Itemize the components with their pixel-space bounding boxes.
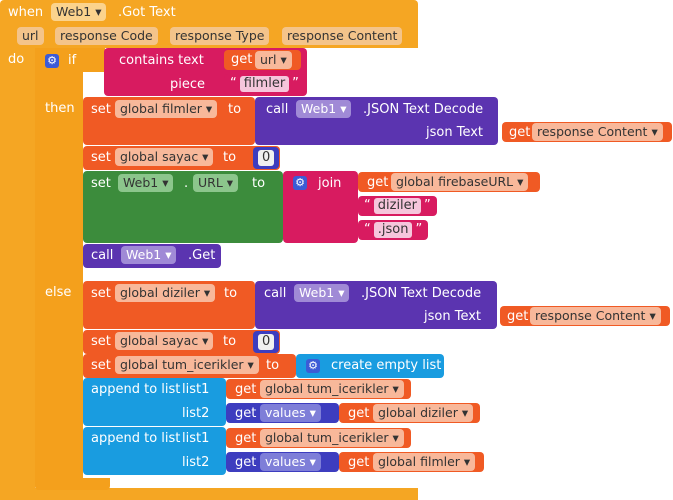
values-dropdown-2[interactable]: values xyxy=(260,453,321,471)
get-label: get xyxy=(509,125,531,140)
response-content-dropdown-1[interactable]: response Content xyxy=(532,123,663,141)
to-label: to xyxy=(252,176,266,191)
set-label: set xyxy=(91,176,111,191)
dot-label: . xyxy=(184,176,189,191)
contains-get-label: get xyxy=(231,52,253,67)
if-block-bottom[interactable] xyxy=(35,478,110,490)
json-decode-component-dropdown-1[interactable]: Web1 xyxy=(296,100,352,118)
if-gear-icon[interactable]: ⚙ xyxy=(45,54,59,68)
diziler-string-block[interactable]: “diziler” xyxy=(358,196,437,216)
else-label: else xyxy=(45,285,72,300)
if-label: if xyxy=(68,53,77,68)
to-label: to xyxy=(223,150,237,165)
json-decode-method-label-1: .JSON Text Decode xyxy=(363,102,484,117)
response-content-dropdown-2[interactable]: response Content xyxy=(530,307,661,325)
do-label: do xyxy=(8,52,25,67)
call-get-component-dropdown[interactable]: Web1 xyxy=(121,246,177,264)
event-name-label: .Got Text xyxy=(118,5,176,20)
tum-icerikler-dropdown-2[interactable]: global tum_icerikler xyxy=(260,429,404,447)
global-filmler-dropdown[interactable]: global filmler xyxy=(373,453,476,471)
join-gear-icon[interactable]: ⚙ xyxy=(293,176,307,190)
list2-label: list2 xyxy=(182,406,210,421)
number-value-2[interactable]: 0 xyxy=(258,334,275,350)
then-label: then xyxy=(45,101,75,116)
values-dropdown-1[interactable]: values xyxy=(260,404,321,422)
to-label: to xyxy=(228,102,242,117)
call-label: call xyxy=(91,248,114,263)
set-label: set xyxy=(91,358,111,373)
append-to-list-block-1[interactable] xyxy=(83,378,226,426)
call-label: call xyxy=(264,286,287,301)
get-method-label: .Get xyxy=(188,248,216,263)
param-response-type[interactable]: response Type xyxy=(170,27,270,45)
param-response-code[interactable]: response Code xyxy=(55,27,158,45)
set-sayac-var-dropdown-1[interactable]: global sayac xyxy=(115,148,214,166)
json-decode-method-label-2: .JSON Text Decode xyxy=(361,286,482,301)
set-web1-url-block[interactable] xyxy=(83,171,283,243)
number-value-1[interactable]: 0 xyxy=(258,150,275,166)
set-label: set xyxy=(91,150,111,165)
set-diziler-var-dropdown[interactable]: global diziler xyxy=(115,284,216,302)
event-block-left-bar[interactable] xyxy=(0,48,35,500)
set-url-property-dropdown[interactable]: URL xyxy=(193,174,239,192)
json-text-label-1: json Text xyxy=(426,125,484,140)
create-empty-list-label: create empty list xyxy=(331,358,442,373)
tum-icerikler-dropdown-1[interactable]: global tum_icerikler xyxy=(260,380,404,398)
to-label: to xyxy=(224,286,238,301)
call-label: call xyxy=(266,102,289,117)
set-label: set xyxy=(91,286,111,301)
append-to-list-block-2[interactable] xyxy=(83,427,226,475)
set-label: set xyxy=(91,334,111,349)
get-label: get xyxy=(348,406,370,421)
get-label: get xyxy=(348,455,370,470)
create-list-gear-icon[interactable]: ⚙ xyxy=(306,359,320,373)
get-label: get xyxy=(235,382,257,397)
create-empty-list-block[interactable] xyxy=(296,354,444,378)
firebase-url-dropdown[interactable]: global firebaseURL xyxy=(391,173,529,191)
set-label: set xyxy=(91,102,111,117)
append-to-list-label: append to list xyxy=(91,431,181,446)
list1-label: list1 xyxy=(182,382,210,397)
when-label: when xyxy=(8,5,44,20)
to-label: to xyxy=(223,334,237,349)
contains-url-dropdown[interactable]: url xyxy=(255,51,292,69)
get-label: get xyxy=(235,406,257,421)
json-ext-string-block[interactable]: “.json” xyxy=(358,220,429,240)
set-tum-icerikler-var-dropdown[interactable]: global tum_icerikler xyxy=(115,356,259,374)
contains-text-label: contains text xyxy=(119,53,204,68)
get-label: get xyxy=(367,175,389,190)
set-filmler-var-dropdown[interactable]: global filmler xyxy=(115,100,218,118)
get-label: get xyxy=(235,431,257,446)
param-url[interactable]: url xyxy=(17,27,44,45)
if-block-left-bar[interactable] xyxy=(35,48,83,490)
list2-label: list2 xyxy=(182,455,210,470)
list1-label: list1 xyxy=(182,431,210,446)
json-ext-string-value[interactable]: .json xyxy=(373,222,413,238)
get-label: get xyxy=(235,455,257,470)
json-text-label-2: json Text xyxy=(424,309,482,324)
json-decode-component-dropdown-2[interactable]: Web1 xyxy=(294,284,350,302)
diziler-string-value[interactable]: diziler xyxy=(373,198,422,214)
filmler-string-value[interactable]: filmler xyxy=(239,76,290,92)
global-diziler-dropdown[interactable]: global diziler xyxy=(373,404,474,422)
filmler-string-block[interactable]: “filmler” xyxy=(224,74,305,94)
to-label: to xyxy=(266,358,280,373)
param-response-content[interactable]: response Content xyxy=(282,27,403,45)
event-block-bottom[interactable] xyxy=(0,488,418,500)
get-label: get xyxy=(507,309,529,324)
piece-label: piece xyxy=(170,77,206,92)
set-url-component-dropdown[interactable]: Web1 xyxy=(118,174,174,192)
append-to-list-label: append to list xyxy=(91,382,181,397)
join-label: join xyxy=(318,176,342,191)
set-sayac-var-dropdown-2[interactable]: global sayac xyxy=(115,332,214,350)
event-component-dropdown[interactable]: Web1 xyxy=(51,3,107,21)
